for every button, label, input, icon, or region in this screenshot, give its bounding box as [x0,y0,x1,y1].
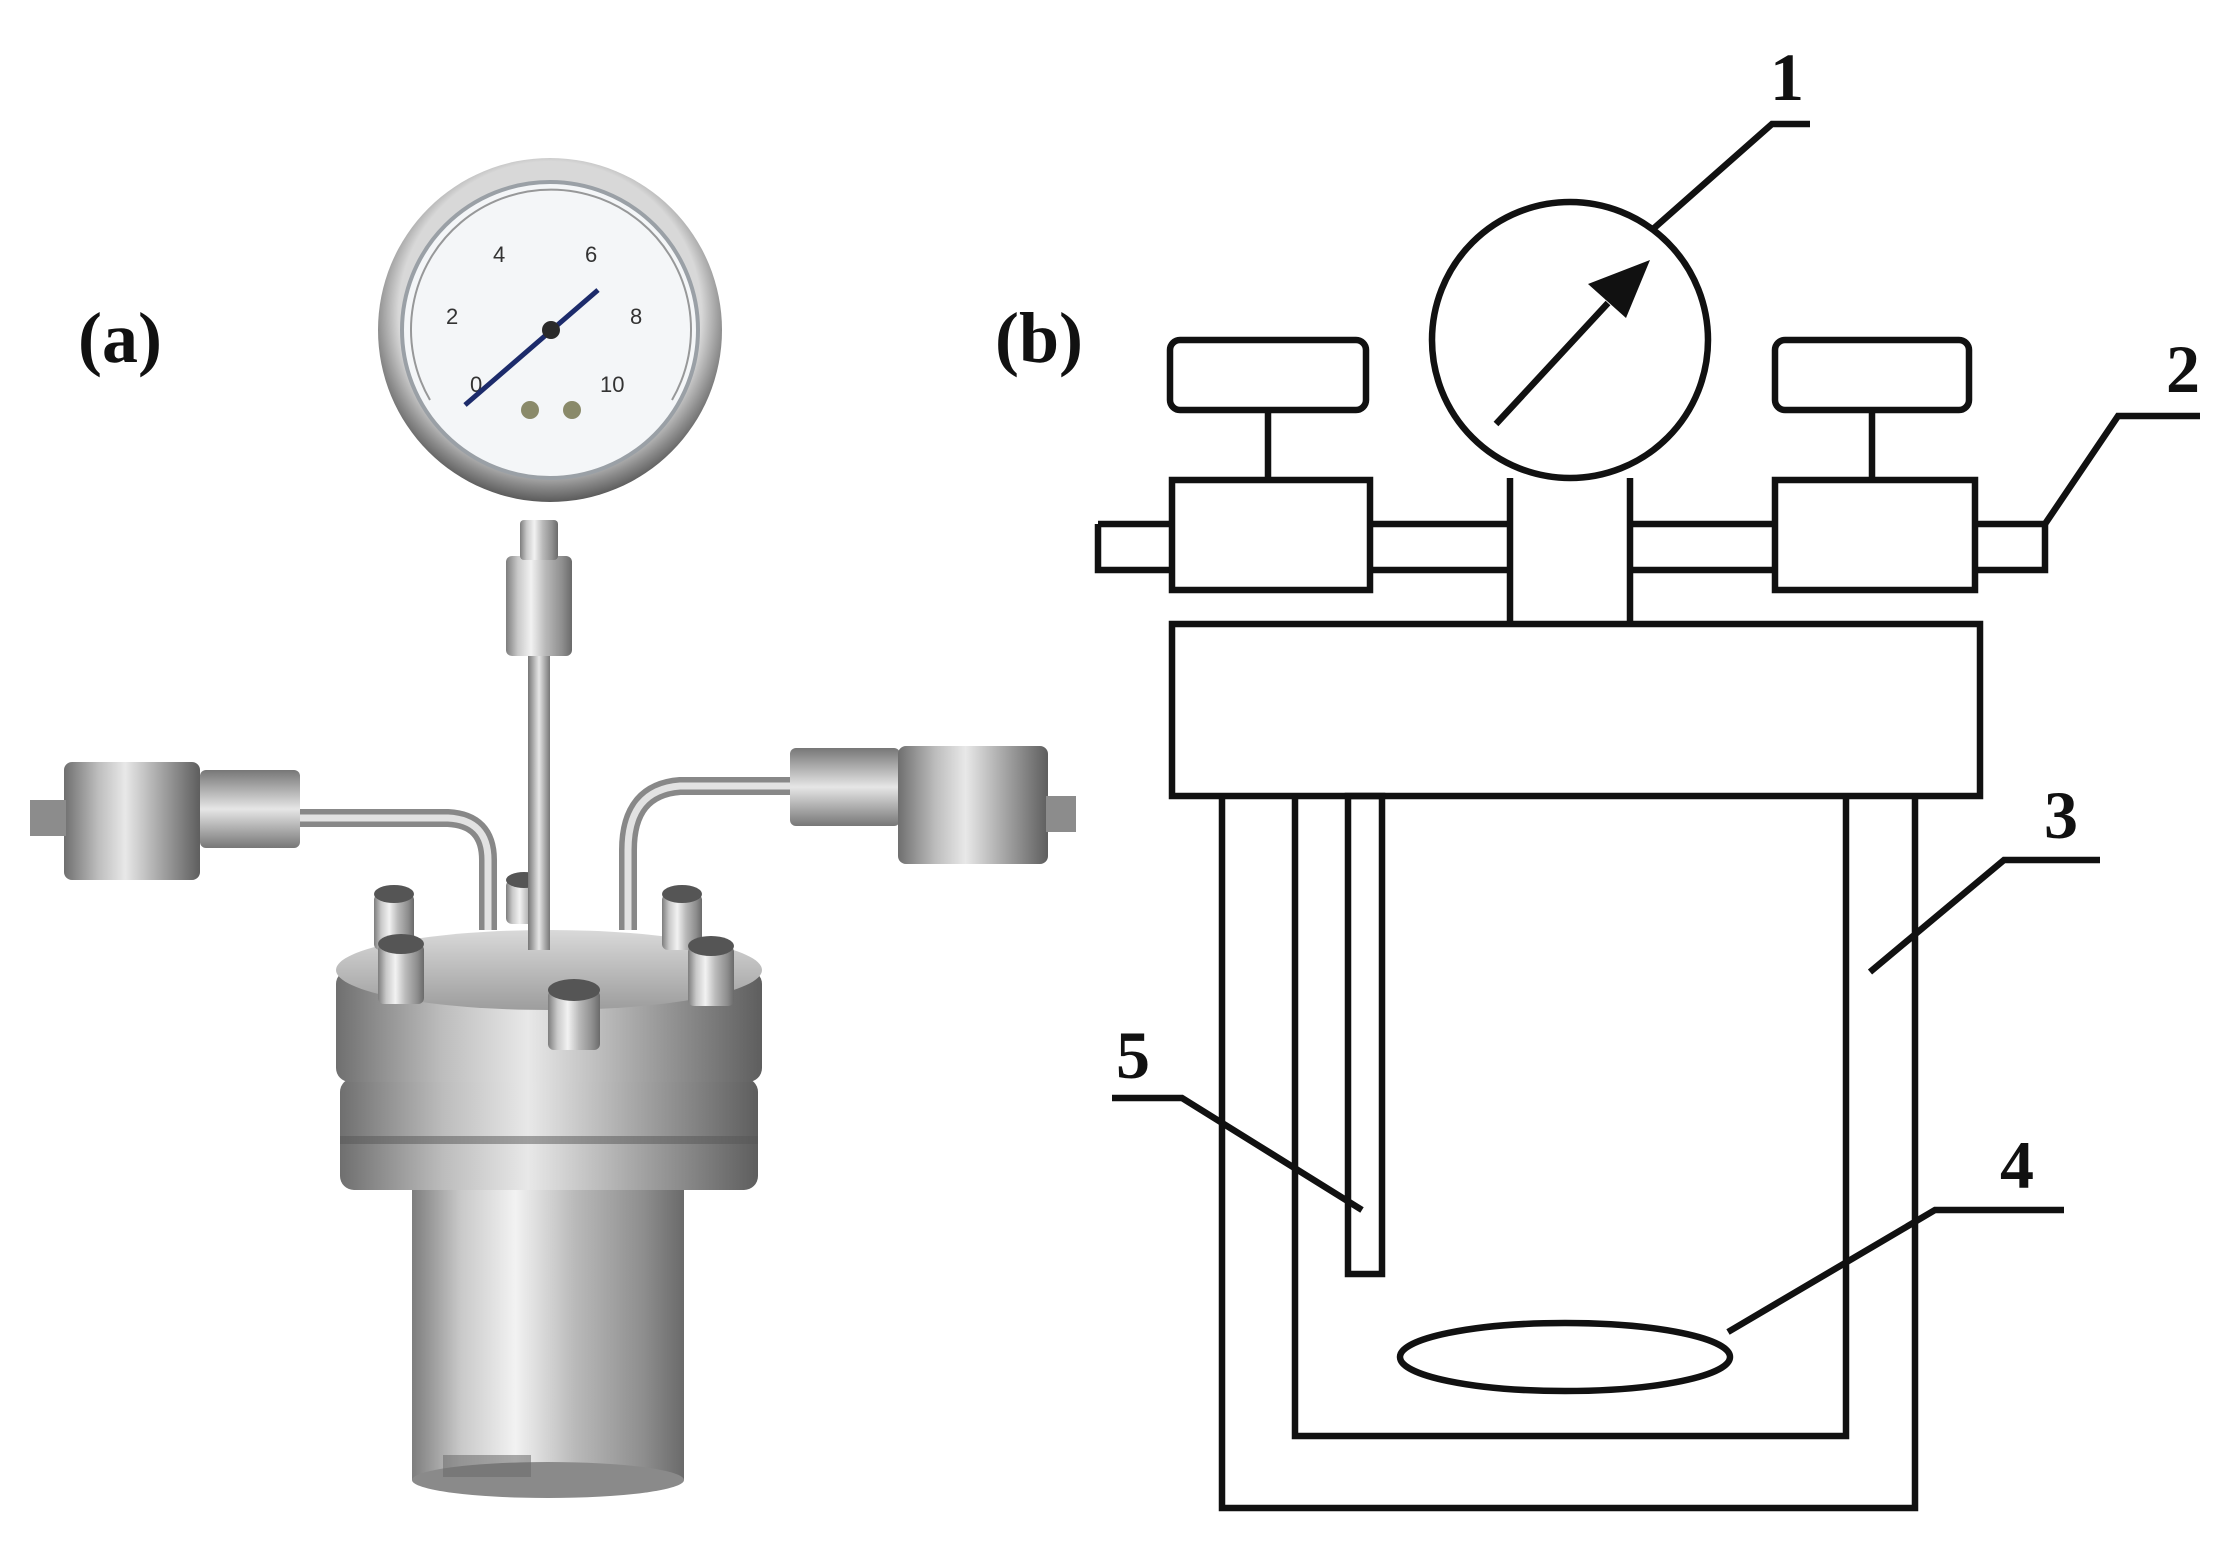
panel-b: (b) [995,39,2200,1512]
gauge-needle [463,288,600,407]
inner-liner [1291,796,1850,1440]
bolt [548,979,600,1050]
gauge-arrowhead [1588,260,1650,318]
right-valve [1771,336,1979,594]
cross-pipe [1094,520,2049,574]
gauge-tick-label: 10 [600,372,624,397]
gauge-tick-label: 8 [630,304,642,329]
side-pipe-left [30,762,497,930]
callout-5: 5 [1116,1017,1150,1093]
callout-leaders [1112,120,2200,1335]
panel-a-label: (a) [78,298,162,378]
panel-a: (a) [30,158,1076,1498]
gauge-tick-label: 2 [446,304,458,329]
outer-vessel [1218,796,1919,1512]
pressure-gauge: 0 2 4 6 8 10 [378,158,722,502]
callout-2: 2 [2166,331,2200,407]
reactor-vessel-body [412,1150,684,1498]
bolt [688,936,734,1006]
lower-flange [340,1078,758,1190]
thermocouple-tube [1344,792,1386,1278]
reactor-lid [1168,620,1984,800]
panel-b-label: (b) [995,298,1083,378]
gauge-tick-label: 4 [493,242,505,267]
bolt [662,885,702,950]
gauge-stem [506,520,572,950]
callout-1: 1 [1770,39,1804,115]
bolt [378,934,424,1004]
schematic-gauge [1428,198,1712,624]
callout-3: 3 [2044,777,2078,853]
gauge-tick-label: 6 [585,242,597,267]
callout-4: 4 [2000,1127,2034,1203]
side-pipe-right [619,746,1076,930]
left-valve [1166,336,1374,594]
sample-disk [1396,1319,1734,1395]
